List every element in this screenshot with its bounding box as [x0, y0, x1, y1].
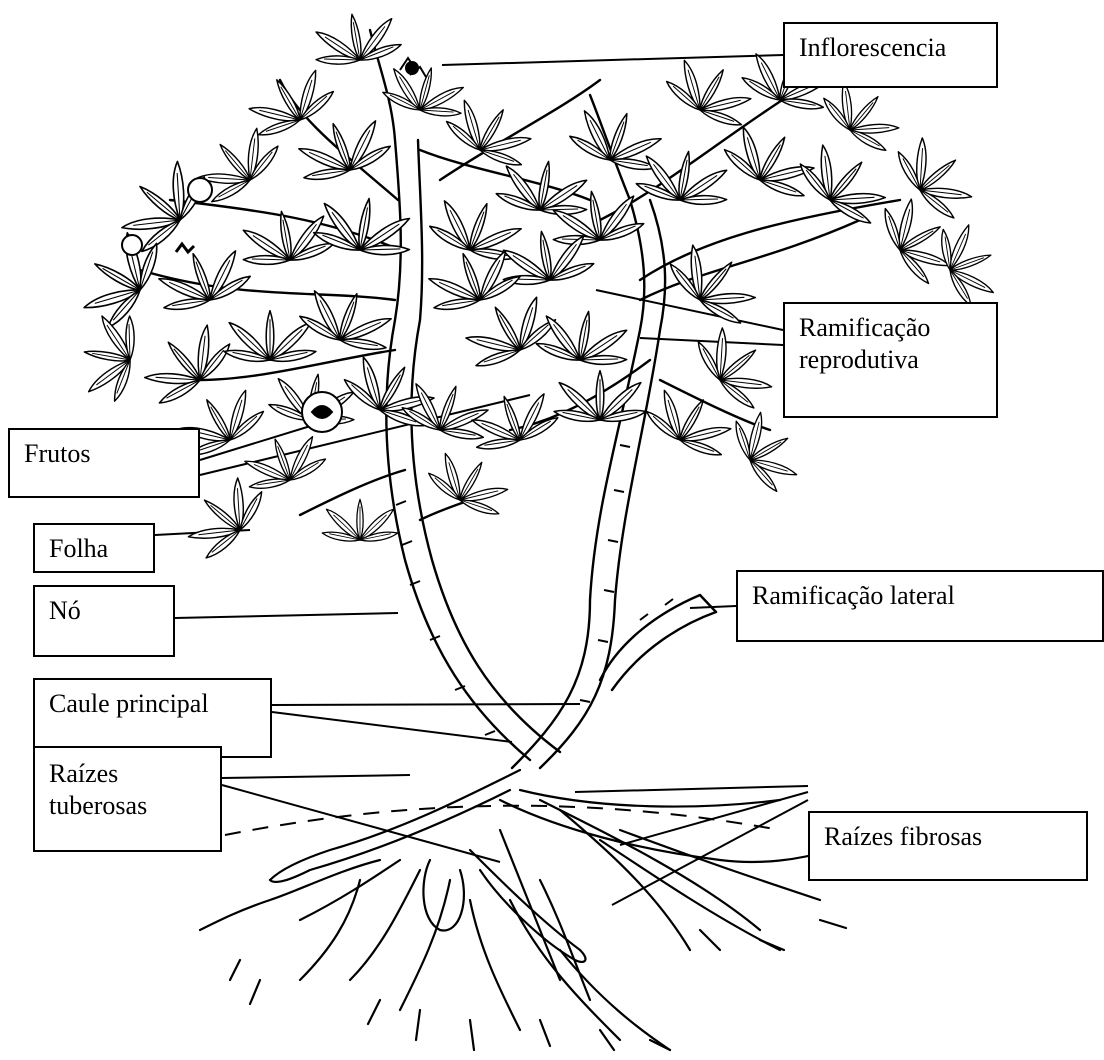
soil-line — [225, 806, 780, 835]
label-ramificacao-lateral-line-1: Ramificação lateral — [752, 580, 1088, 612]
label-folha: Folha — [33, 523, 155, 573]
label-ramificacao-reprodutiva: Ramificação reprodutiva — [783, 302, 998, 418]
label-raizes-tuberosas: Raízes tuberosas — [33, 746, 222, 852]
label-ramificacao-lateral: Ramificação lateral — [736, 570, 1104, 642]
label-ramificacao-reprodutiva-line-1: Ramificação — [799, 312, 982, 344]
label-raizes-tuberosas-line-2: tuberosas — [49, 790, 206, 822]
label-frutos-line-1: Frutos — [24, 438, 184, 470]
label-inflorescencia-line-1: Inflorescencia — [799, 32, 982, 64]
label-frutos: Frutos — [8, 428, 200, 498]
roots — [200, 770, 846, 1050]
label-caule-principal-line-1: Caule principal — [49, 688, 256, 720]
label-raizes-tuberosas-line-1: Raízes — [49, 758, 206, 790]
label-raizes-fibrosas-line-1: Raízes fibrosas — [824, 821, 1072, 853]
label-raizes-fibrosas: Raízes fibrosas — [808, 811, 1088, 881]
label-no-line-1: Nó — [49, 595, 159, 627]
label-folha-line-1: Folha — [49, 533, 139, 565]
label-no: Nó — [33, 585, 175, 657]
label-inflorescencia: Inflorescencia — [783, 22, 998, 88]
label-ramificacao-reprodutiva-line-2: reprodutiva — [799, 344, 982, 376]
